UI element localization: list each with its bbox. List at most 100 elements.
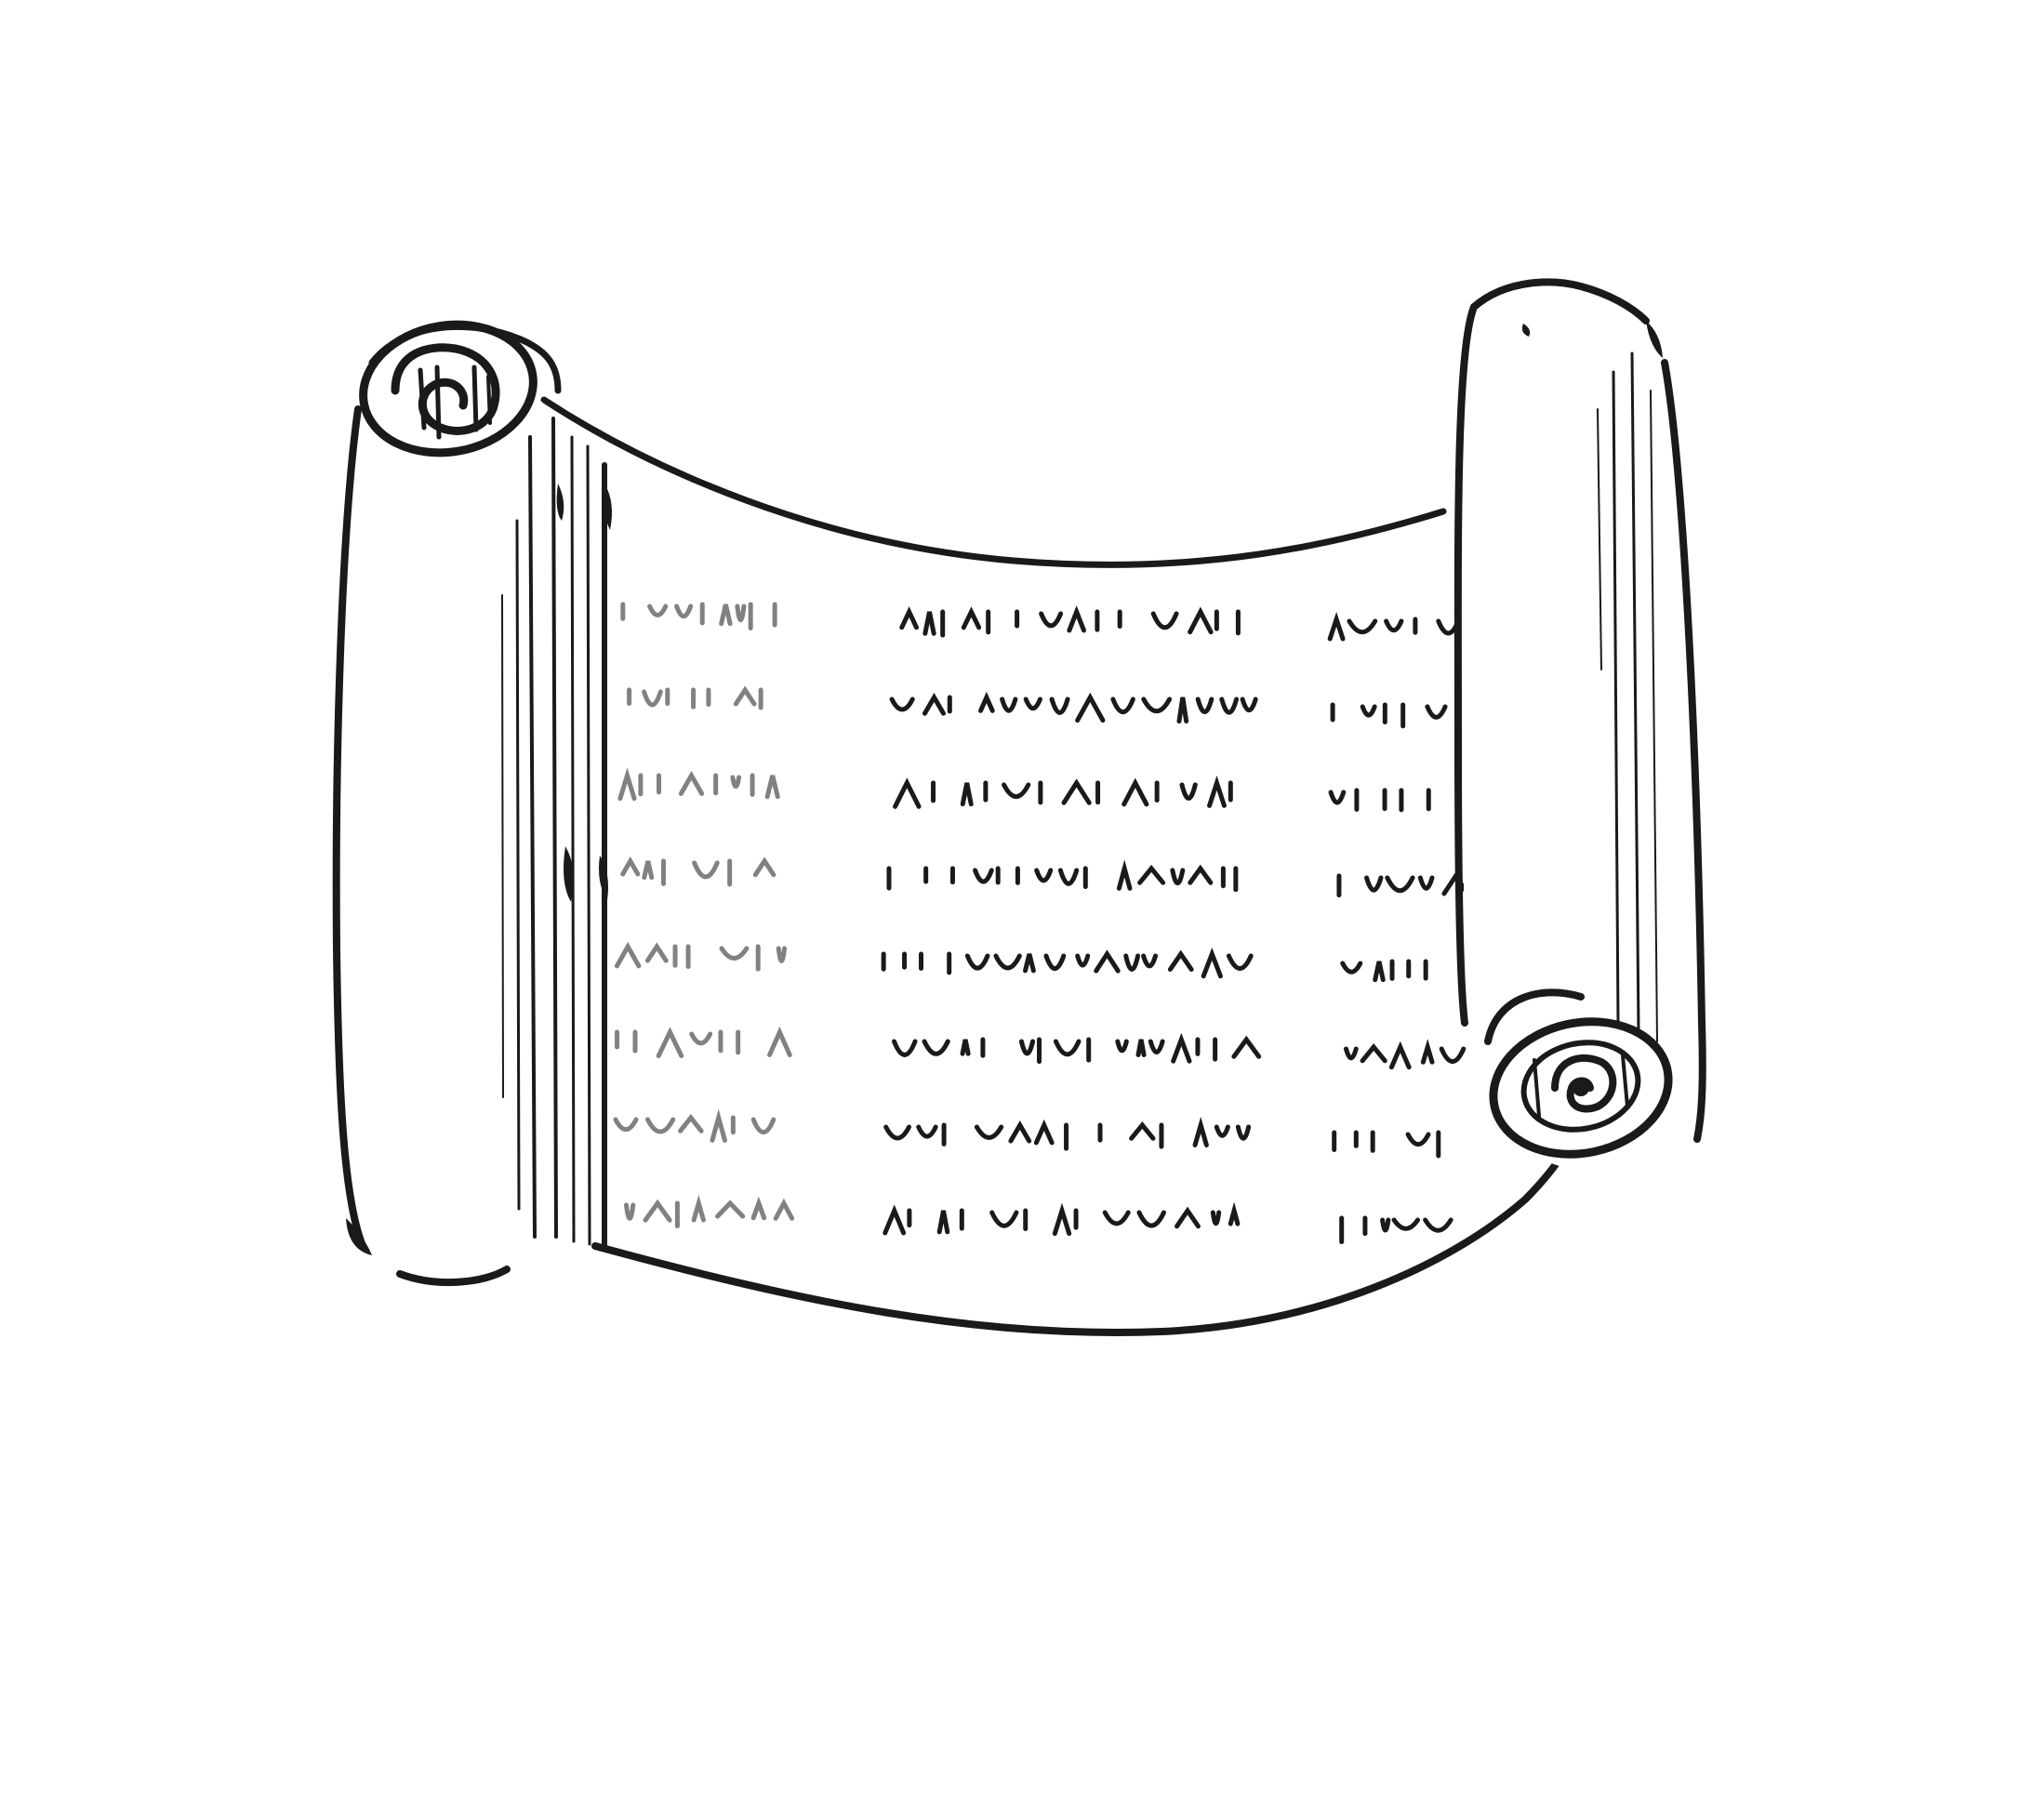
script-stroke [1033, 1119, 1055, 1146]
script-stroke [613, 1117, 639, 1133]
script-stroke [1201, 948, 1223, 979]
script-stroke [752, 856, 776, 878]
script-stroke [1018, 1039, 1036, 1056]
script-stroke [1425, 704, 1448, 720]
script-stroke [1141, 953, 1159, 969]
script-stroke [1049, 696, 1070, 715]
script-stroke [1094, 949, 1121, 974]
script-stroke [1360, 704, 1377, 718]
script-stroke [644, 942, 669, 963]
script-stroke [1175, 1206, 1201, 1229]
script-stroke [692, 860, 720, 880]
script-stroke [1328, 789, 1347, 805]
script-stroke [674, 603, 694, 619]
script-stroke [1170, 868, 1186, 886]
script-stroke [1039, 611, 1064, 629]
script-stroke [936, 1210, 950, 1235]
script-stroke [719, 603, 733, 627]
script-stroke [776, 946, 788, 963]
script-stroke [1171, 1032, 1192, 1064]
script-stroke [1002, 782, 1031, 800]
script-stroke [1195, 696, 1214, 715]
script-stroke [1423, 1217, 1453, 1233]
script-stroke [647, 603, 669, 617]
script-stroke [710, 1108, 727, 1143]
script-stroke [1023, 696, 1042, 711]
script-stroke [883, 1124, 912, 1141]
script-stroke [750, 1117, 776, 1135]
script-stroke [714, 1200, 746, 1219]
script-stroke [1053, 1039, 1082, 1057]
script-stroke [1405, 1132, 1431, 1147]
script-stroke [1123, 953, 1141, 973]
script-stroke [883, 1204, 907, 1236]
script-stroke [1384, 618, 1404, 633]
script-stroke [750, 1196, 767, 1221]
script-stroke [1150, 611, 1179, 630]
script-stroke [892, 1039, 918, 1057]
script-stroke [1240, 696, 1258, 713]
script-stroke [1141, 696, 1173, 714]
script-stroke [1122, 777, 1149, 807]
script-stroke [1420, 1039, 1435, 1065]
script-stroke [643, 1199, 672, 1223]
script-stroke [719, 946, 750, 961]
script-stroke [989, 1210, 1019, 1228]
script-stroke [1364, 875, 1384, 893]
script-stroke [1176, 696, 1189, 724]
script-stroke [1008, 1120, 1032, 1144]
script-stroke [1228, 1201, 1241, 1226]
script-stroke [1000, 696, 1018, 713]
script-stroke [1129, 1121, 1156, 1141]
script-stroke [1385, 875, 1415, 894]
script-stroke [1075, 692, 1106, 723]
script-stroke [678, 1113, 704, 1133]
script-stroke [1388, 1041, 1412, 1070]
script-stroke [978, 691, 995, 713]
script-stroke [1219, 696, 1240, 715]
script-stroke [1231, 1035, 1262, 1059]
script-stroke [1439, 1046, 1467, 1064]
script-stroke [1380, 1217, 1391, 1233]
script-stroke [899, 606, 920, 630]
script-stroke [922, 693, 947, 716]
script-stroke [1057, 868, 1080, 886]
script-stroke [1179, 782, 1198, 802]
script-stroke [1210, 1210, 1222, 1226]
script-stroke [922, 1039, 950, 1056]
script-stroke [691, 1194, 706, 1223]
script-stroke [922, 611, 936, 636]
script-stroke [689, 1031, 713, 1046]
script-stroke [623, 1202, 636, 1221]
script-stroke [1417, 875, 1435, 891]
script-stroke [1067, 605, 1086, 633]
script-stroke [1167, 949, 1194, 973]
script-stroke [735, 603, 747, 623]
script-stroke [1188, 606, 1214, 635]
script-stroke [964, 953, 990, 971]
script-stroke [973, 868, 994, 884]
script-stroke [1137, 865, 1166, 885]
script-stroke [678, 770, 705, 796]
script-stroke [642, 689, 663, 708]
script-stroke [1373, 961, 1386, 983]
script-stroke [961, 606, 982, 630]
right-roller [1453, 275, 1706, 1172]
script-stroke [1235, 1124, 1252, 1141]
script-stroke [1052, 1202, 1072, 1237]
script-stroke [764, 775, 780, 800]
script-stroke [1023, 953, 1036, 974]
script-stroke [620, 855, 641, 877]
script-stroke [1148, 1039, 1165, 1055]
script-stroke [733, 685, 757, 707]
script-stroke [960, 1039, 971, 1056]
scroll-sheet [540, 396, 1592, 1337]
script-stroke [1136, 1210, 1166, 1228]
script-stroke [960, 782, 974, 807]
script-stroke [1110, 696, 1135, 715]
script-stroke [1226, 953, 1254, 971]
script-stroke [1192, 1116, 1209, 1147]
script-stroke [730, 775, 742, 789]
script-stroke [1347, 618, 1378, 635]
script-stroke [1188, 864, 1214, 885]
